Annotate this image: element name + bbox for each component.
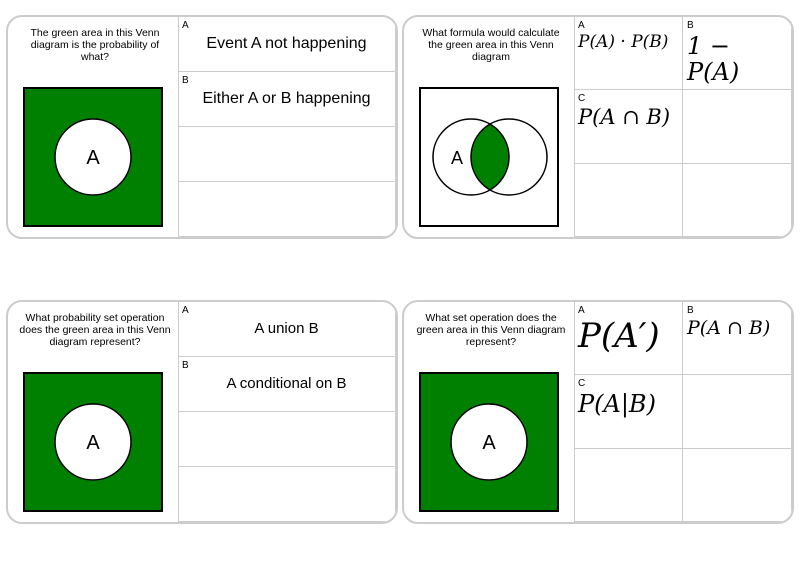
question-panel: What formula would calculate the green a… bbox=[404, 17, 575, 237]
option-label: B bbox=[182, 360, 189, 371]
answer-formula: P(A ∩ B) bbox=[578, 105, 671, 130]
answer-option-a[interactable]: A Event A not happening bbox=[178, 17, 396, 72]
option-label: B bbox=[687, 305, 694, 316]
answer-formula: P(A|B) bbox=[578, 390, 656, 419]
option-label: A bbox=[182, 305, 189, 316]
option-label: A bbox=[578, 20, 585, 31]
answer-formula: P(A) · P(B) bbox=[578, 32, 669, 52]
question-panel: The green area in this Venn diagram is t… bbox=[8, 17, 179, 237]
question-card-1[interactable]: The green area in this Venn diagram is t… bbox=[6, 15, 398, 239]
answer-formula: 1 − P(A) bbox=[687, 32, 740, 87]
option-label: B bbox=[687, 20, 694, 31]
answer-empty bbox=[683, 375, 792, 449]
question-card-3[interactable]: What probability set operation does the … bbox=[6, 300, 398, 524]
answer-text: Event A not happening bbox=[206, 35, 367, 52]
question-text: What set operation does the green area i… bbox=[416, 312, 566, 348]
venn-diagram: A bbox=[419, 372, 559, 512]
circle-label: A bbox=[86, 432, 100, 454]
question-panel: What set operation does the green area i… bbox=[404, 302, 575, 522]
option-label: B bbox=[182, 75, 189, 86]
option-label: C bbox=[578, 93, 586, 105]
answer-formula: P(A′) bbox=[578, 316, 660, 356]
answer-empty bbox=[574, 448, 683, 522]
answer-text: A union B bbox=[254, 320, 319, 337]
answer-formula: P(A ∩ B) bbox=[687, 317, 771, 339]
venn-diagram: A bbox=[419, 87, 559, 227]
option-label: C bbox=[578, 378, 586, 390]
answer-option-b[interactable]: B Either A or B happening bbox=[178, 72, 396, 127]
answer-empty bbox=[683, 163, 792, 237]
answer-empty bbox=[178, 467, 396, 522]
question-text: The green area in this Venn diagram is t… bbox=[30, 27, 160, 63]
answer-option-a[interactable]: A A union B bbox=[178, 302, 396, 357]
answer-empty bbox=[574, 163, 683, 237]
circle-label: A bbox=[86, 147, 100, 169]
question-text: What formula would calculate the green a… bbox=[422, 27, 560, 63]
answer-empty bbox=[683, 448, 792, 522]
option-label: A bbox=[578, 305, 585, 316]
answer-option-b[interactable]: B A conditional on B bbox=[178, 357, 396, 412]
question-card-2[interactable]: What formula would calculate the green a… bbox=[402, 15, 794, 239]
question-panel: What probability set operation does the … bbox=[8, 302, 179, 522]
venn-diagram: A bbox=[23, 372, 163, 512]
answer-text: Either A or B happening bbox=[202, 90, 371, 107]
circle-label: A bbox=[482, 432, 496, 454]
answer-empty bbox=[178, 127, 396, 182]
venn-diagram: A bbox=[23, 87, 163, 227]
answer-empty bbox=[178, 182, 396, 237]
answer-empty bbox=[683, 90, 792, 164]
circle-label: A bbox=[451, 148, 463, 168]
option-label: A bbox=[182, 20, 189, 31]
question-text: What probability set operation does the … bbox=[19, 312, 171, 348]
question-card-4[interactable]: What set operation does the green area i… bbox=[402, 300, 794, 524]
answer-empty bbox=[178, 412, 396, 467]
answer-text: A conditional on B bbox=[226, 375, 347, 392]
